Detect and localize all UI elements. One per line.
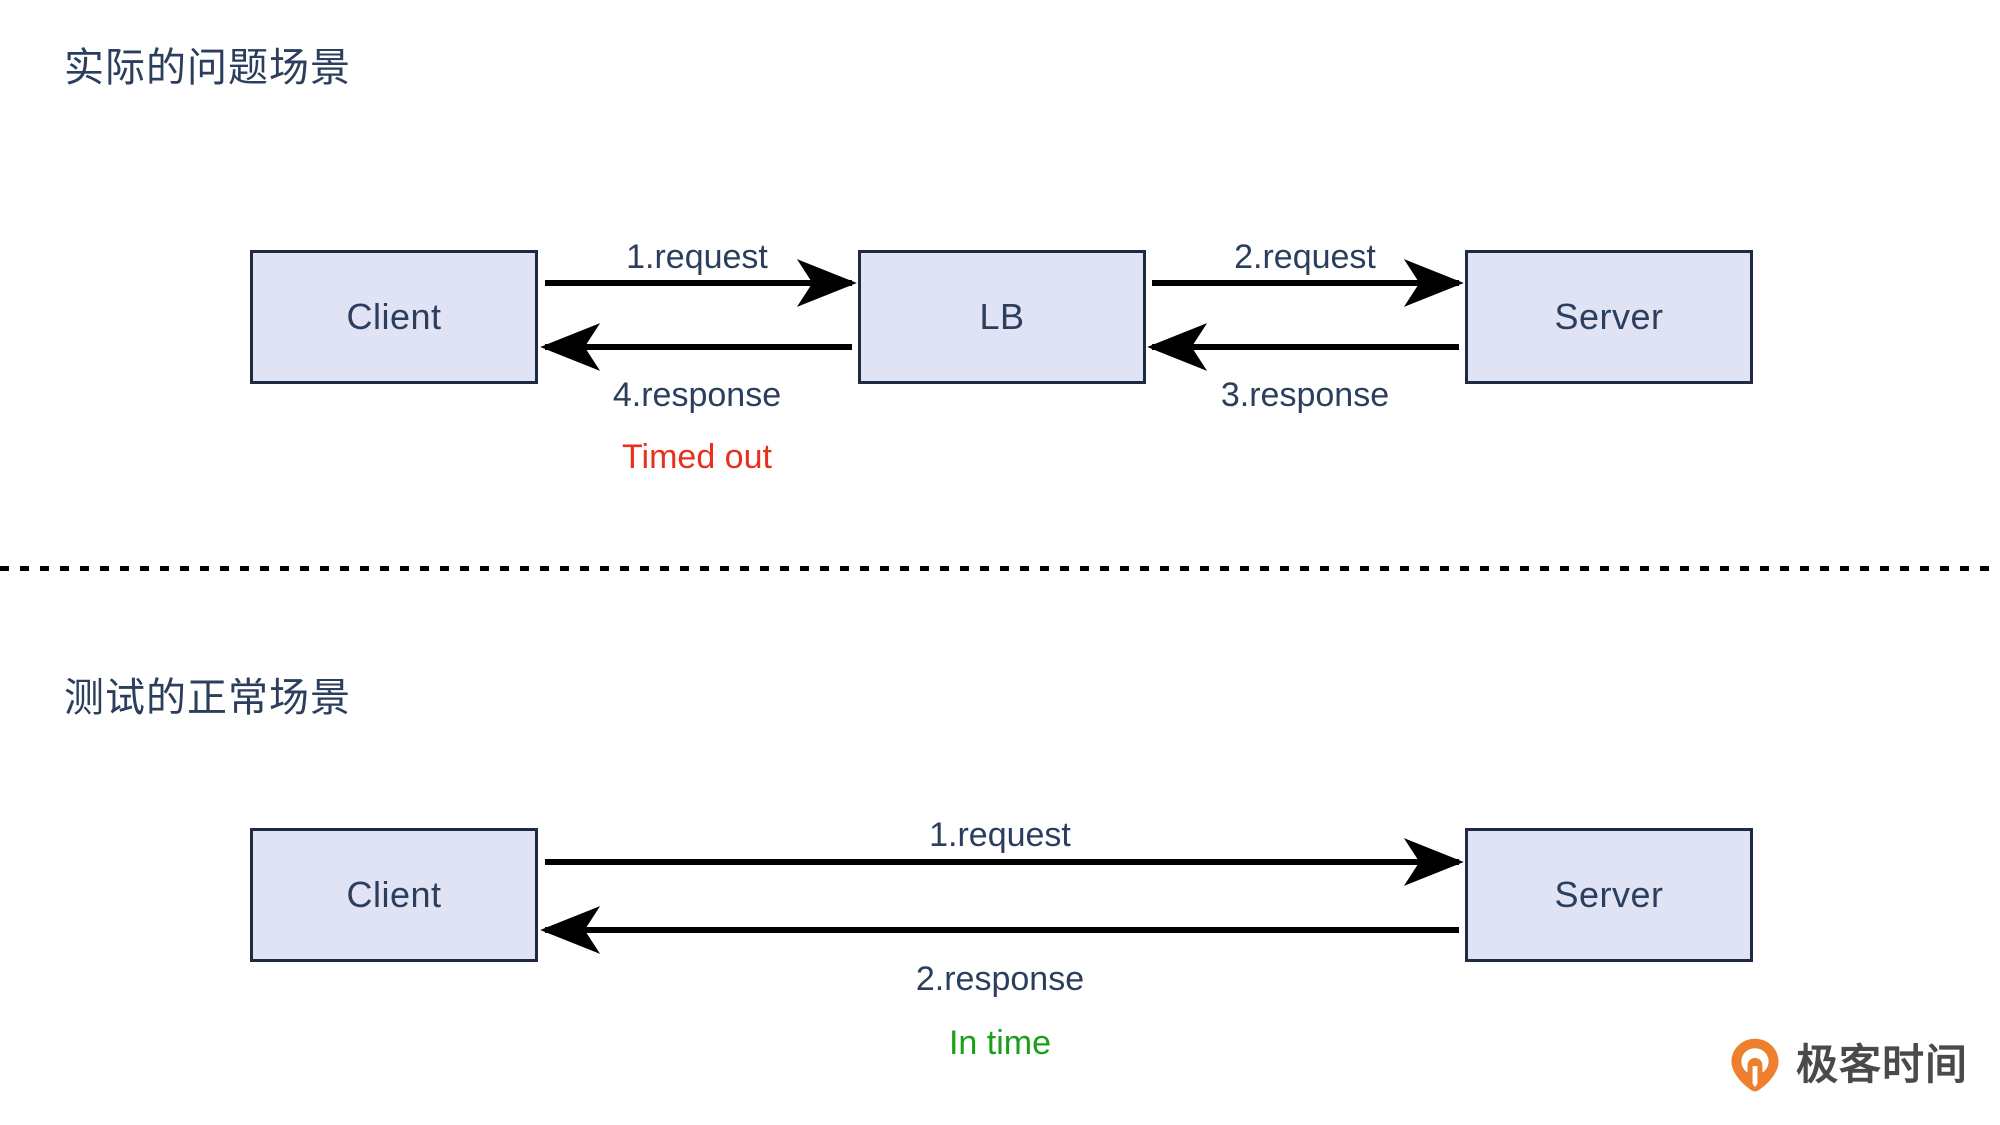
flow-label-1-request-top: 1.request: [626, 238, 768, 276]
node-box-server-bottom: Server: [1465, 828, 1753, 962]
flow-label-1-request-bottom: 1.request: [929, 816, 1071, 854]
status-label-timed-out: Timed out: [622, 438, 772, 476]
node-label-server-top: Server: [1554, 296, 1664, 337]
flow-label-2-request: 2.request: [1234, 238, 1376, 276]
node-label-lb: LB: [979, 296, 1025, 337]
node-label-server-bottom: Server: [1554, 874, 1664, 915]
brand-logo: 极客时间: [1726, 1036, 1968, 1094]
node-label-client-bottom: Client: [346, 874, 442, 915]
status-label-in-time: In time: [948, 1024, 1052, 1062]
section-divider: [0, 566, 2000, 571]
node-box-client-bottom: Client: [250, 828, 538, 962]
flow-label-2-response: 2.response: [915, 960, 1085, 998]
flow-label-4-response: 4.response: [612, 376, 782, 414]
geekbang-pin-icon: [1731, 1038, 1779, 1092]
brand-name: 极客时间: [1796, 1041, 1969, 1088]
section-title-problem-scenario: 实际的问题场景: [64, 46, 351, 90]
node-box-client-top: Client: [250, 250, 538, 384]
node-label-client-top: Client: [346, 296, 442, 337]
section-title-test-scenario: 测试的正常场景: [64, 676, 351, 720]
node-box-server-top: Server: [1465, 250, 1753, 384]
flow-label-3-response: 3.response: [1220, 376, 1390, 414]
node-box-lb: LB: [858, 250, 1146, 384]
